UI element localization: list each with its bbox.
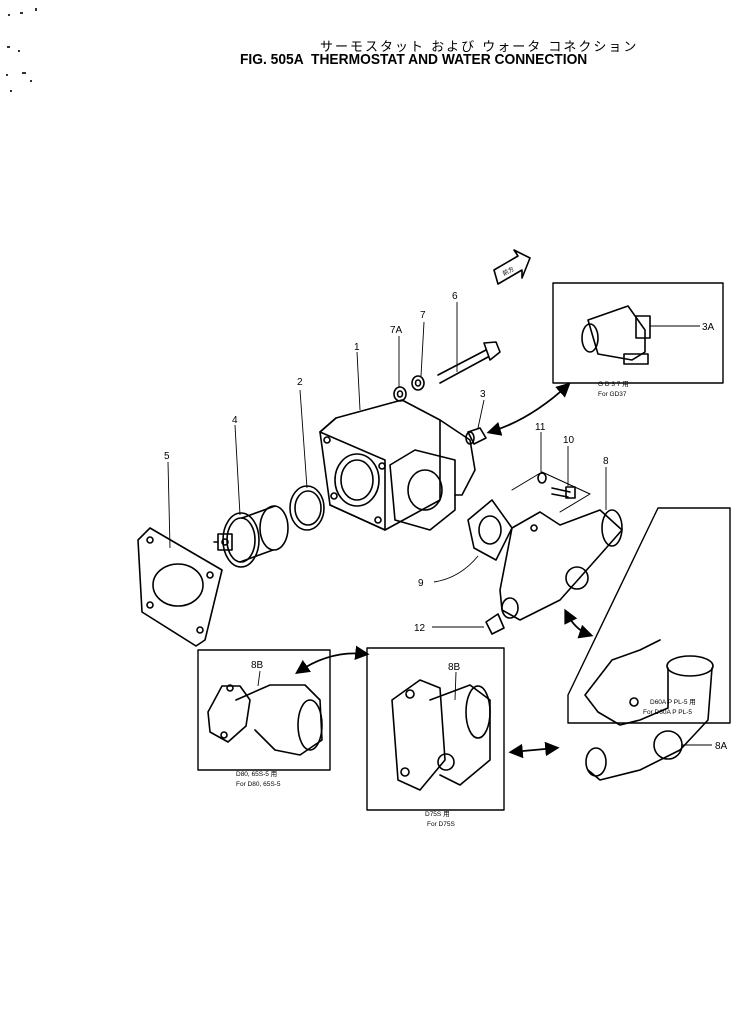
leader-7 <box>420 321 425 377</box>
part-3-plug <box>465 427 487 445</box>
part-12-plug <box>485 613 505 635</box>
caption-d80-jp: D80, 65S-5 用 <box>236 770 277 778</box>
leader-3 <box>477 399 485 429</box>
part-11-washer <box>537 472 547 484</box>
part-3a-elbow <box>581 305 651 365</box>
inset-d80-box <box>197 649 331 771</box>
callout-7: 7 <box>420 310 426 321</box>
part-8b-elbow-d80 <box>207 684 323 756</box>
scan-specks <box>6 8 37 92</box>
arrow-d75-to-d60 <box>508 741 560 759</box>
caption-d60-jp: D60A P PL-5 用 <box>650 698 696 706</box>
callout-3: 3 <box>480 389 486 400</box>
part-10-bolt <box>551 486 576 499</box>
callout-8b-mid: 8B <box>448 662 461 673</box>
figure-number: FIG. 505A <box>240 51 304 68</box>
callout-8a: 8A <box>715 741 728 752</box>
leader-8b-mid <box>454 671 457 701</box>
callout-11: 11 <box>535 422 546 433</box>
caption-gd37-en: For GD37 <box>598 391 627 398</box>
callout-1: 1 <box>354 342 360 353</box>
part-4-thermostat <box>213 505 289 568</box>
part-1-thermostat-housing <box>319 399 476 531</box>
leader-9 <box>433 555 479 583</box>
callout-12: 12 <box>414 623 426 634</box>
inset-d75-box <box>366 647 505 811</box>
figure-title: THERMOSTAT AND WATER CONNECTION <box>311 51 588 68</box>
arrow-d80-to-d75 <box>295 645 370 675</box>
part-6-bolt <box>437 341 501 384</box>
part-5-gasket-plate <box>137 527 223 647</box>
part-8-water-connection <box>499 509 623 621</box>
part-8a-water-connection <box>584 639 714 781</box>
arrow-8-to-8a <box>564 608 594 639</box>
callout-8b-left: 8B <box>251 660 264 671</box>
inset-d60-box <box>567 507 731 724</box>
callout-2: 2 <box>297 377 303 388</box>
callout-6: 6 <box>452 291 458 302</box>
leader-2 <box>299 389 308 489</box>
callout-8: 8 <box>603 456 609 467</box>
callout-5: 5 <box>164 451 170 462</box>
leader-8b-left <box>257 670 261 687</box>
leader-4 <box>234 424 241 516</box>
leader-1 <box>356 351 361 411</box>
callout-7a: 7A <box>390 325 403 336</box>
page-title-japanese: サーモスタット および ウォータ コネクション <box>320 40 639 55</box>
caption-d60-en: For D60A P PL-5 <box>643 709 692 716</box>
part-2-o-ring <box>289 485 325 531</box>
caption-gd37-jp: G D 3 7 用 <box>598 380 629 388</box>
part-8b-elbow-d75 <box>391 679 491 791</box>
caption-d75-jp: D75S 用 <box>425 810 450 818</box>
part-9-gasket <box>467 499 513 561</box>
caption-d80-en: For D80, 65S-5 <box>236 781 281 788</box>
part-7-lock-washer <box>411 375 425 391</box>
leader-5 <box>167 461 171 549</box>
part-7a-washer <box>393 386 407 402</box>
caption-d75-en: For D75S <box>427 821 455 828</box>
inset-gd37-box <box>552 282 724 384</box>
arrow-3-to-3a <box>486 382 571 436</box>
callout-4: 4 <box>232 415 238 426</box>
callout-10: 10 <box>563 435 575 446</box>
callout-9: 9 <box>418 578 424 589</box>
front-direction-mark <box>493 249 531 285</box>
page-title: FIG. 505A THERMOSTAT AND WATER CONNECTION <box>240 51 587 68</box>
callout-3a: 3A <box>702 322 715 333</box>
